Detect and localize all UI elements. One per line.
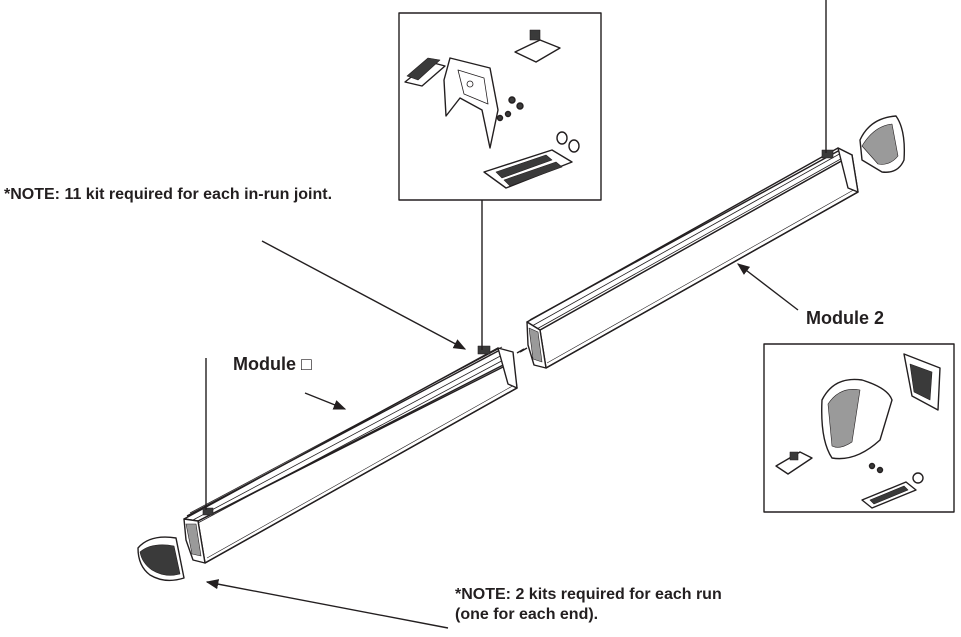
module-1-fixture [183, 345, 525, 564]
module-2-fixture [519, 147, 859, 369]
joint-kit-parts-icon [398, 12, 602, 201]
end-kit-note-line2: (one for each end). [455, 606, 599, 623]
end-kit-note: *NOTE: 2 kits required for each run (one… [455, 585, 722, 625]
joint-kit-note: *NOTE: 11 kit required for each in-run j… [4, 186, 333, 203]
leader-lines [205, 0, 827, 629]
left-end-cap [137, 536, 185, 582]
module-2-label: Module 2 [806, 308, 885, 328]
right-end-cap [859, 115, 906, 173]
end-kit-note-line1: *NOTE: 2 kits required for each run [455, 586, 722, 603]
end-cap-kit-parts-icon [763, 343, 955, 513]
module-1-label: Module □ [233, 354, 312, 374]
